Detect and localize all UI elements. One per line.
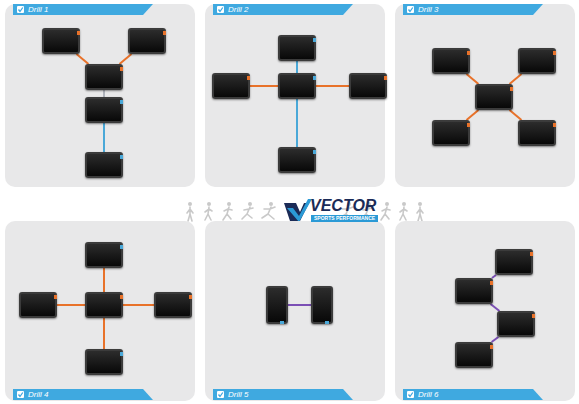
tablet (432, 120, 470, 146)
tablet-light (467, 123, 470, 127)
tablet-light (553, 51, 556, 55)
tablet-light (280, 321, 284, 324)
tablet-light (313, 38, 316, 42)
connector-line (510, 74, 522, 84)
drill-panel: Drill 4 (5, 221, 195, 401)
tablet (19, 292, 57, 318)
drill-panel: Drill 5 (205, 221, 385, 401)
tablet-light (247, 76, 250, 80)
tablet (432, 48, 470, 74)
drill-tab: Drill 6 (403, 389, 543, 400)
drill-title: Drill 2 (228, 4, 248, 15)
tablet-light (325, 321, 329, 324)
tablet (128, 28, 166, 54)
drill-tab: Drill 1 (13, 4, 153, 15)
tab-icon (17, 6, 24, 13)
tablet (85, 152, 123, 178)
connector-line (250, 85, 278, 87)
connector-line (123, 304, 154, 306)
connector-line (77, 54, 89, 64)
tablet (455, 342, 493, 368)
tablet (497, 311, 535, 337)
tab-icon (17, 391, 24, 398)
tablet-light (530, 252, 533, 256)
brand-name: VECTOR (310, 197, 376, 215)
connector-line (57, 304, 85, 306)
tablet (85, 292, 123, 318)
drill-title: Drill 4 (28, 389, 48, 400)
tablet (85, 97, 123, 123)
tablet (278, 35, 316, 61)
vector-logo-icon (284, 199, 312, 222)
tablet (455, 278, 493, 304)
tablet (518, 120, 556, 146)
drill-tab: Drill 5 (213, 389, 353, 400)
connector-line (467, 74, 479, 84)
tab-icon (407, 6, 414, 13)
drill-title: Drill 1 (28, 4, 48, 15)
tablet (349, 73, 387, 99)
tablet-light (120, 245, 123, 249)
connector-line (492, 275, 496, 278)
connector-line (103, 318, 105, 349)
tablet-light (532, 314, 535, 318)
connector-line (316, 85, 349, 87)
tab-icon (407, 391, 414, 398)
connector-line (103, 123, 105, 152)
drill-title: Drill 3 (418, 4, 438, 15)
tablet-light (163, 31, 166, 35)
tablet (85, 242, 123, 268)
tablet (475, 84, 513, 110)
drill-title: Drill 5 (228, 389, 248, 400)
drill-panel: Drill 1 (5, 4, 195, 187)
tab-icon (217, 391, 224, 398)
connector-line (296, 61, 298, 147)
drill-panel: Drill 6 (395, 221, 575, 401)
tablet-light (120, 352, 123, 356)
tablet-light (120, 155, 123, 159)
tab-icon (217, 6, 224, 13)
drill-tab: Drill 2 (213, 4, 353, 15)
tablet-light (120, 67, 123, 71)
drill-tab: Drill 4 (13, 389, 153, 400)
drill-tab: Drill 3 (403, 4, 543, 15)
connector-line (492, 337, 499, 342)
drill-panel: Drill 3 (395, 4, 575, 187)
tablet (495, 249, 533, 275)
tablet (212, 73, 250, 99)
tablet-light (553, 123, 556, 127)
connector-line (103, 90, 105, 97)
connector-line (491, 304, 500, 311)
tablet (311, 286, 333, 324)
tablet (42, 28, 80, 54)
drill-title: Drill 6 (418, 389, 438, 400)
tablet (518, 48, 556, 74)
tablet-light (313, 76, 316, 80)
connector-line (510, 110, 522, 120)
brand-tagline: SPORTS PERFORMANCE (311, 215, 378, 222)
tablet (278, 147, 316, 173)
runner-figures (187, 202, 423, 221)
tablet-light (120, 100, 123, 104)
drill-panel: Drill 2 (205, 4, 385, 187)
tablet-light (189, 295, 192, 299)
tablet (266, 286, 288, 324)
tablet-light (384, 76, 387, 80)
tablet-light (54, 295, 57, 299)
tablet (278, 73, 316, 99)
tablet-light (490, 281, 493, 285)
tablet (85, 349, 123, 375)
tablet-light (490, 345, 493, 349)
tablet-light (120, 295, 123, 299)
tablet-light (313, 150, 316, 154)
tablet (154, 292, 192, 318)
tablet (85, 64, 123, 90)
connector-line (120, 54, 132, 64)
connector-line (103, 268, 105, 292)
connector-line (467, 110, 479, 120)
tablet-light (510, 87, 513, 91)
tablet-light (467, 51, 470, 55)
tablet-light (77, 31, 80, 35)
connector-line (288, 304, 311, 306)
